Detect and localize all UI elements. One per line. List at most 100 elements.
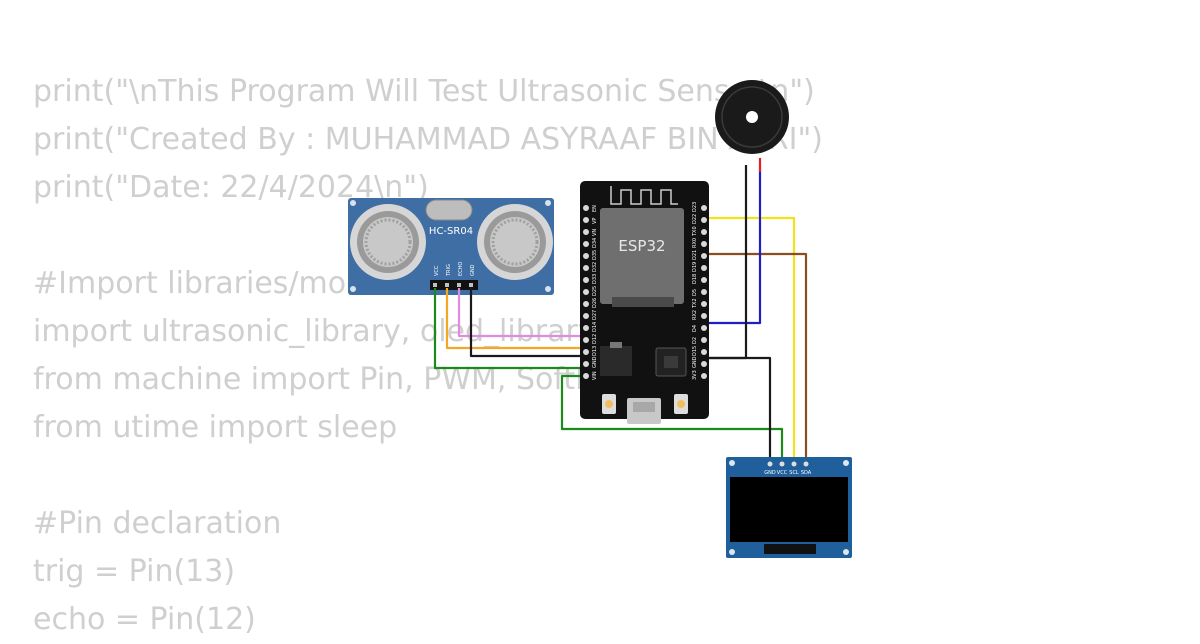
sensor-pin-vcc-label: VCC <box>434 265 440 276</box>
esp32-right-pin[interactable] <box>701 265 707 271</box>
esp32-right-pin-label: D19 <box>692 262 698 272</box>
esp32-left-pin-label: VN <box>592 229 598 236</box>
esp32-right-pin[interactable] <box>701 241 707 247</box>
esp32-left-pin[interactable] <box>583 361 589 367</box>
esp32-right-pin-label: RX2 <box>692 310 698 320</box>
esp32-right-pin-label: D18 <box>692 274 698 284</box>
esp32-right-pin[interactable] <box>701 205 707 211</box>
sensor-pin-echo[interactable] <box>457 283 461 287</box>
buzzer-hole <box>746 111 758 123</box>
sensor-pin-gnd-label: GND <box>470 264 476 276</box>
esp32-right-pin[interactable] <box>701 349 707 355</box>
ultrasonic-sensor[interactable]: HC-SR04 VCC TRIG ECHO GND <box>348 198 554 295</box>
esp32-right-pin-label: D5 <box>692 289 698 296</box>
esp32-right-pin[interactable] <box>701 253 707 259</box>
esp32-left-pin[interactable] <box>583 229 589 235</box>
esp32-right-pin[interactable] <box>701 361 707 367</box>
esp32-right-pin[interactable] <box>701 229 707 235</box>
esp32-left-pin[interactable] <box>583 217 589 223</box>
wires <box>433 158 808 464</box>
wire-oled-gnd[interactable] <box>704 356 772 464</box>
wire-trig-d13[interactable] <box>445 288 586 350</box>
wire-vcc-vin[interactable] <box>433 288 586 370</box>
esp32-right-pin[interactable] <box>701 277 707 283</box>
esp32-right-pin-label: D22 <box>692 214 698 224</box>
esp32-left-pin-label: D35 <box>592 250 598 260</box>
oled-display[interactable]: GND VCC SCL SDA <box>726 457 852 558</box>
esp32-right-pin[interactable] <box>701 373 707 379</box>
sensor-label: HC-SR04 <box>429 226 473 237</box>
esp32-right-pin-label: D2 <box>692 337 698 344</box>
esp32-left-pin-label: D12 <box>592 334 598 344</box>
esp32-left-pin-label: D32 <box>592 262 598 272</box>
esp32-right-pin-label: RX0 <box>692 238 698 248</box>
sensor-transducer-right <box>477 204 553 280</box>
esp32-right-pin[interactable] <box>701 301 707 307</box>
oled-pin-vcc[interactable] <box>779 461 785 467</box>
esp32-left-pin-label: D33 <box>592 274 598 284</box>
esp32-right-pin-label: TX2 <box>692 298 698 309</box>
code-line: #Pin declaration <box>33 506 282 541</box>
esp32-left-pin[interactable] <box>583 205 589 211</box>
code-line: print("Date: 22/4/2024\n") <box>33 170 429 205</box>
esp32-left-pin[interactable] <box>583 325 589 331</box>
esp32-right-pin-label: D4 <box>692 325 698 332</box>
esp32-left-pin-label: D25 <box>592 286 598 296</box>
esp32-left-pin-label: EN <box>592 205 598 212</box>
oled-pin-scl[interactable] <box>791 461 797 467</box>
oled-pin-scl-label: SCL <box>789 470 799 476</box>
esp32-antenna <box>610 186 678 205</box>
esp32-left-pin-label: VP <box>592 218 598 224</box>
esp32-left-pin-label: D27 <box>592 310 598 320</box>
wire-echo-d12[interactable] <box>457 288 586 338</box>
esp32-left-pin-label: D14 <box>592 322 598 332</box>
esp32-regulator <box>600 346 632 376</box>
esp32-right-pin[interactable] <box>701 217 707 223</box>
esp32-right-pin-label: D15 <box>692 346 698 356</box>
esp32-left-pin[interactable] <box>583 301 589 307</box>
esp32-right-pin-label: 3V3 <box>692 370 698 380</box>
code-line: from utime import sleep <box>33 410 398 445</box>
esp32-left-pin[interactable] <box>583 253 589 259</box>
esp32-left-pin[interactable] <box>583 373 589 379</box>
esp32-right-pin-label: D21 <box>692 250 698 260</box>
oled-pin-vcc-label: VCC <box>777 470 788 476</box>
wire-oled-scl[interactable] <box>704 216 796 464</box>
esp32-left-pin[interactable] <box>583 349 589 355</box>
circuit-diagram: HC-SR04 VCC TRIG ECHO GND ESP32 <box>348 80 852 558</box>
oled-pin-gnd[interactable] <box>767 461 773 467</box>
wire-buzzer-gnd[interactable] <box>704 165 748 360</box>
esp32-left-pin[interactable] <box>583 241 589 247</box>
buzzer[interactable] <box>715 80 789 154</box>
esp32-left-pin-label: D34 <box>592 238 598 248</box>
esp32-left-pin[interactable] <box>583 337 589 343</box>
esp32-right-pin[interactable] <box>701 289 707 295</box>
esp32-left-header: ENVPVND34D35D32D33D25D26D27D14D12D13GNDV… <box>583 205 598 380</box>
sensor-pin-vcc[interactable] <box>433 283 437 287</box>
esp32-left-pin[interactable] <box>583 289 589 295</box>
sensor-pin-gnd[interactable] <box>469 283 473 287</box>
code-line: print("Created By : MUHAMMAD ASYRAAF BIN… <box>33 122 823 157</box>
wire-oled-vcc[interactable] <box>560 374 784 464</box>
oled-pin-sda[interactable] <box>803 461 809 467</box>
sensor-pin-echo-label: ECHO <box>458 262 464 276</box>
esp32-right-pin[interactable] <box>701 313 707 319</box>
wire-buzzer-signal[interactable] <box>704 170 762 325</box>
esp32-left-pin-label: D13 <box>592 346 598 356</box>
esp32-right-pin[interactable] <box>701 337 707 343</box>
esp32-right-pin[interactable] <box>701 325 707 331</box>
esp32-left-pin[interactable] <box>583 313 589 319</box>
esp32-left-pin-label: GND <box>592 356 598 368</box>
esp32-board[interactable]: ESP32 ENVPVND34D35D32D33D25D26D27D14D12D… <box>580 181 709 424</box>
esp32-left-pin[interactable] <box>583 265 589 271</box>
sensor-transducer-left <box>350 204 426 280</box>
esp32-left-pin-label: VIN <box>592 371 598 380</box>
oled-screen <box>730 477 848 542</box>
sensor-pin-trig-label: TRIG <box>446 264 452 277</box>
oled-pin-gnd-label: GND <box>764 470 776 476</box>
wire-gnd-gnd[interactable] <box>469 288 586 358</box>
esp32-right-pin-label: D23 <box>692 202 698 212</box>
esp32-left-pin[interactable] <box>583 277 589 283</box>
wire-oled-sda[interactable] <box>704 252 808 464</box>
sensor-pin-trig[interactable] <box>445 283 449 287</box>
